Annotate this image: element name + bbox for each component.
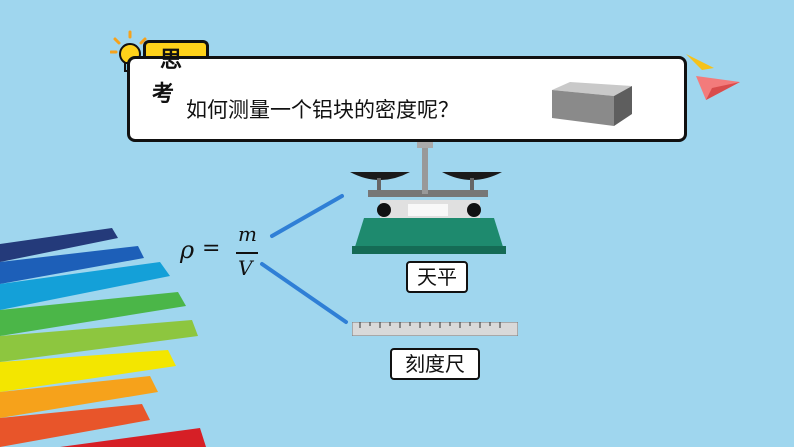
aluminum-block-image [552,82,632,126]
think-char-2: 考 [152,82,175,107]
balance-scale-image [350,142,506,254]
formula-numerator: m [238,222,257,246]
connector-to-ruler [260,262,348,324]
formula-equals: = [202,236,221,261]
formula-denominator: V [238,256,253,280]
connector-to-balance [270,194,344,238]
think-char-1: 思 [160,48,183,73]
balance-label: 天平 [406,261,468,293]
formula-symbol: ρ [180,236,195,264]
density-formula: ρ = m V [180,222,270,282]
ruler-label: 刻度尺 [390,348,480,380]
paper-plane-icon [686,54,740,100]
fraction-bar [236,252,258,254]
question-text: 如何测量一个铝块的密度呢？ [186,98,459,122]
ruler-image [352,322,518,336]
